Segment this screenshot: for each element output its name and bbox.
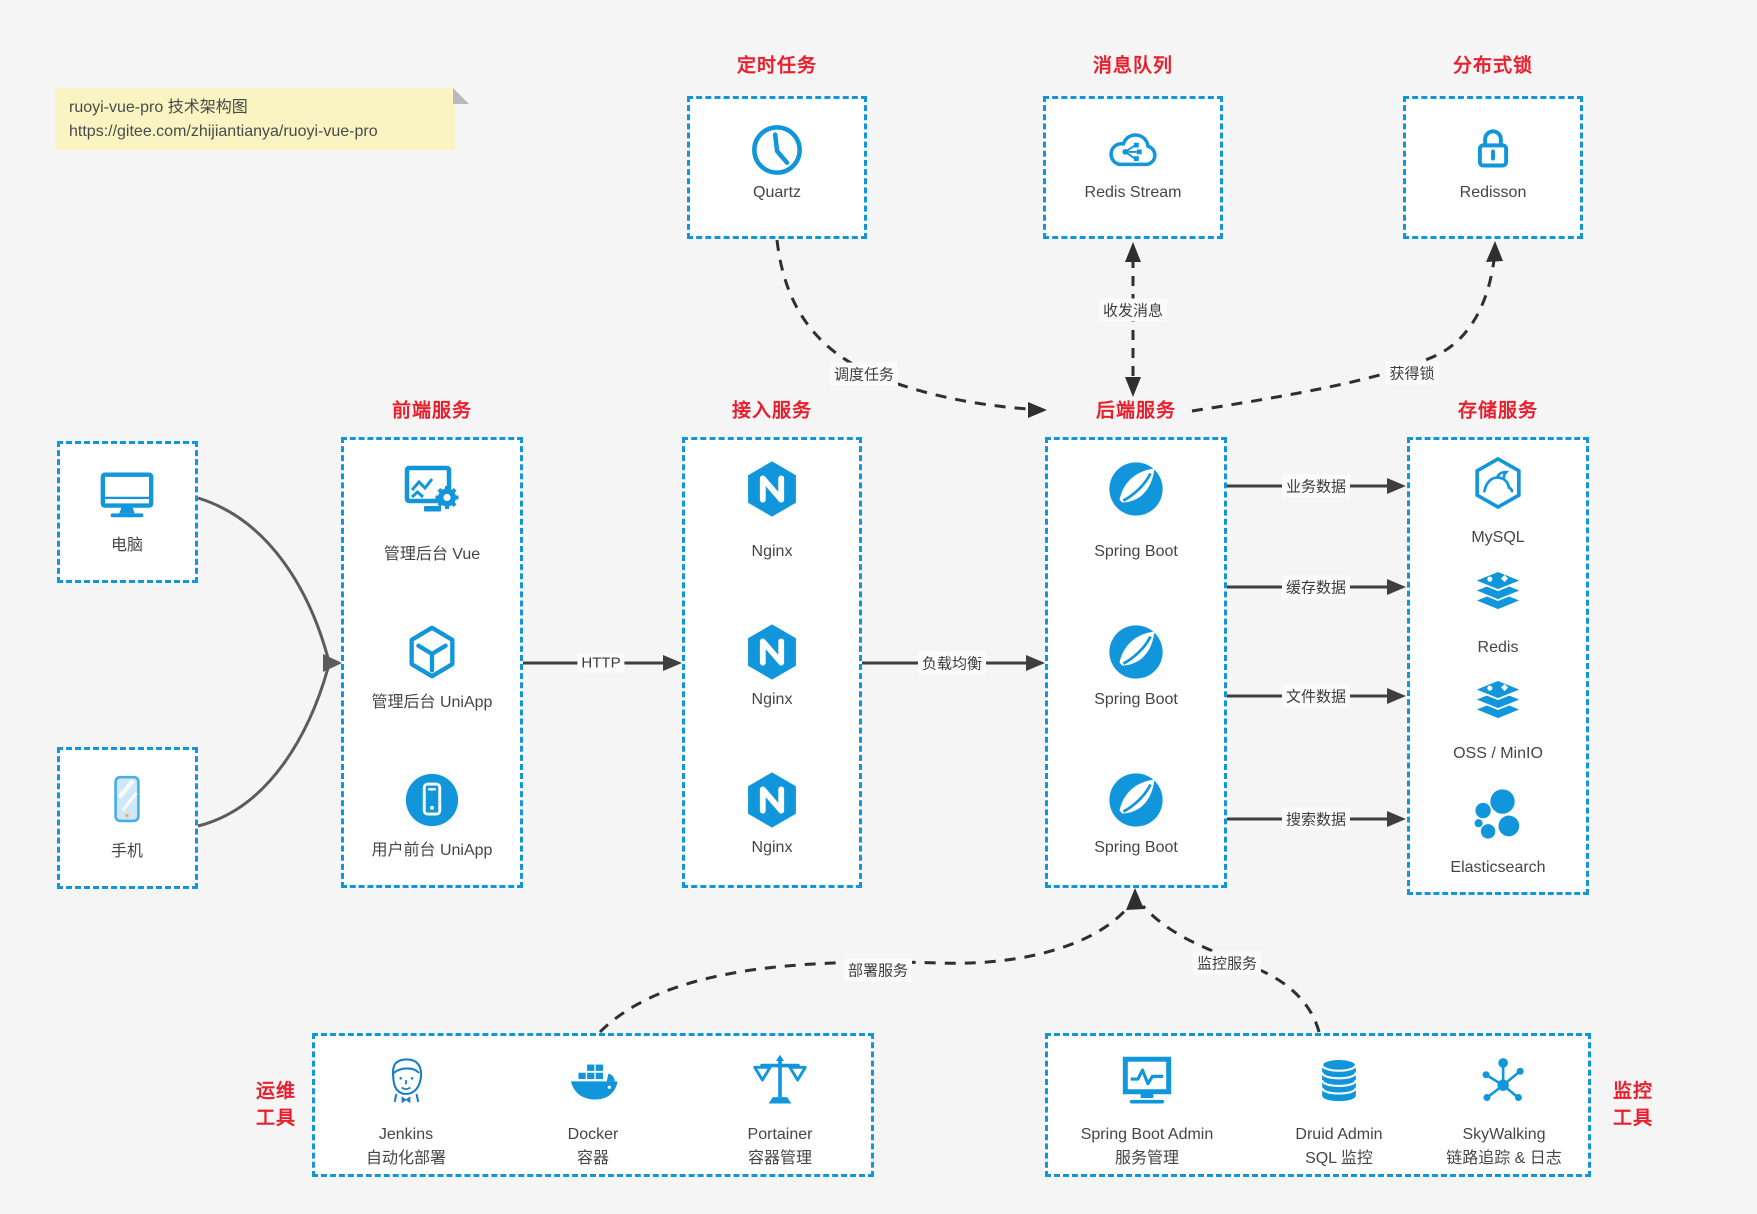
- stack-icon: [1469, 570, 1527, 612]
- arrowhead-cache-data: [1387, 579, 1406, 595]
- edge-label-deploy: 部署服务: [843, 958, 913, 982]
- edge-label-business: 业务数据: [1281, 474, 1351, 498]
- skywalking-icon: [1476, 1052, 1532, 1108]
- elasticsearch-icon: [1469, 788, 1527, 844]
- node-label: 管理后台 Vue: [383, 546, 481, 563]
- node-label: Portainer: [747, 1126, 813, 1143]
- stack-icon: [1469, 679, 1527, 721]
- edge-schedule-task: [775, 239, 1029, 411]
- node-sublabel: 服务管理: [1114, 1150, 1180, 1167]
- title-message-queue: 消息队列: [1092, 55, 1174, 77]
- arrowhead-file-data: [1387, 688, 1406, 704]
- node-label: Redis Stream: [1084, 184, 1182, 201]
- node-label: 管理后台 UniApp: [371, 694, 493, 711]
- arrowhead-business-data: [1387, 478, 1406, 494]
- spring-icon: [1105, 458, 1167, 520]
- node-label: Redis: [1477, 639, 1519, 656]
- edge-label-lock: 获得锁: [1385, 361, 1439, 385]
- node-label: Druid Admin: [1295, 1126, 1383, 1143]
- admin-vue-icon: [401, 460, 463, 518]
- title-gateway: 接入服务: [731, 400, 813, 422]
- node-label: OSS / MinIO: [1453, 745, 1543, 762]
- node-label: Nginx: [751, 691, 793, 708]
- panel-message-queue: [1043, 96, 1223, 239]
- panel-distributed-lock: [1403, 96, 1583, 239]
- node-label: Quartz: [752, 184, 802, 201]
- node-label: 手机: [110, 843, 144, 860]
- note-title: ruoyi-vue-pro 技术架构图: [69, 99, 248, 116]
- nginx-icon: [741, 769, 803, 831]
- node-label: Nginx: [751, 543, 793, 560]
- node-sublabel: 容器: [576, 1150, 610, 1167]
- title-distributed-lock: 分布式锁: [1452, 55, 1534, 77]
- edge-label-schedule: 调度任务: [829, 362, 899, 386]
- sba-icon: [1118, 1052, 1176, 1108]
- node-sublabel: 自动化部署: [365, 1150, 447, 1167]
- node-label: Spring Boot: [1094, 543, 1178, 560]
- node-label: Nginx: [751, 839, 793, 856]
- node-sublabel: 容器管理: [747, 1150, 813, 1167]
- title-frontend: 前端服务: [391, 400, 473, 422]
- arrowhead-frontend: [323, 654, 342, 672]
- edge-mobile-to-frontend: [197, 667, 330, 828]
- panel-scheduled-task: [687, 96, 867, 239]
- panel-storage: [1407, 437, 1589, 895]
- clock-icon: [748, 121, 806, 179]
- edge-label-message: 收发消息: [1098, 298, 1168, 322]
- arrowhead-load-balance: [1026, 655, 1045, 671]
- arrowhead-http: [663, 655, 682, 671]
- edge-label-cache: 缓存数据: [1281, 575, 1351, 599]
- spring-icon: [1105, 621, 1167, 683]
- portainer-icon: [751, 1052, 809, 1108]
- edge-label-load-balance: 负载均衡: [917, 651, 987, 675]
- node-label: Spring Boot: [1094, 839, 1178, 856]
- node-label: Redisson: [1459, 184, 1527, 201]
- arrowhead-deploy-monitor: [1126, 888, 1144, 910]
- node-label: Elasticsearch: [1450, 859, 1546, 876]
- nginx-icon: [741, 621, 803, 683]
- spring-icon: [1105, 769, 1167, 831]
- title-storage: 存储服务: [1457, 400, 1539, 422]
- edge-pc-to-frontend: [197, 496, 330, 659]
- mysql-icon: [1469, 454, 1527, 512]
- title-ops-tools: 运维 工具: [255, 1081, 297, 1129]
- node-label: Spring Boot Admin: [1080, 1126, 1214, 1143]
- druid-icon: [1312, 1052, 1366, 1108]
- sticky-note: ruoyi-vue-pro 技术架构图 https://gitee.com/zh…: [55, 88, 469, 150]
- edge-label-http: HTTP: [577, 653, 625, 673]
- edge-label-monitor: 监控服务: [1192, 951, 1262, 975]
- node-label: 用户前台 UniApp: [371, 842, 493, 859]
- edge-label-search: 搜索数据: [1281, 807, 1351, 831]
- node-sublabel: SQL 监控: [1305, 1150, 1373, 1167]
- node-label: SkyWalking: [1462, 1126, 1546, 1143]
- cloud-share-icon: [1102, 120, 1164, 176]
- arrowhead-message-up: [1125, 242, 1141, 262]
- title-backend: 后端服务: [1095, 400, 1177, 422]
- phone-icon: [99, 770, 155, 828]
- note-url: https://gitee.com/zhijiantianya/ruoyi-vu…: [69, 123, 378, 140]
- node-sublabel: 链路追踪 & 日志: [1446, 1150, 1562, 1167]
- jenkins-icon: [378, 1051, 434, 1109]
- desktop-icon: [96, 465, 158, 523]
- nginx-icon: [741, 458, 803, 520]
- arrowhead-get-lock: [1486, 241, 1503, 262]
- node-label: MySQL: [1471, 529, 1525, 546]
- arrowhead-schedule-task: [1028, 402, 1047, 418]
- node-label: Spring Boot: [1094, 691, 1178, 708]
- node-label: 电脑: [110, 537, 144, 554]
- edge-get-lock: [1191, 259, 1496, 413]
- lock-icon: [1465, 120, 1521, 176]
- edge-label-file: 文件数据: [1281, 684, 1351, 708]
- user-uniapp-icon: [401, 769, 463, 831]
- node-label: Docker: [567, 1126, 619, 1143]
- node-label: Jenkins: [378, 1126, 434, 1143]
- arrowhead-message-down: [1125, 377, 1141, 397]
- title-monitor-tools: 监控 工具: [1612, 1081, 1654, 1129]
- note-fold-corner: [453, 88, 469, 104]
- title-scheduled-task: 定时任务: [736, 55, 818, 77]
- uniapp-cube-icon: [401, 621, 463, 683]
- docker-icon: [563, 1054, 623, 1106]
- arrowhead-search-data: [1387, 811, 1406, 827]
